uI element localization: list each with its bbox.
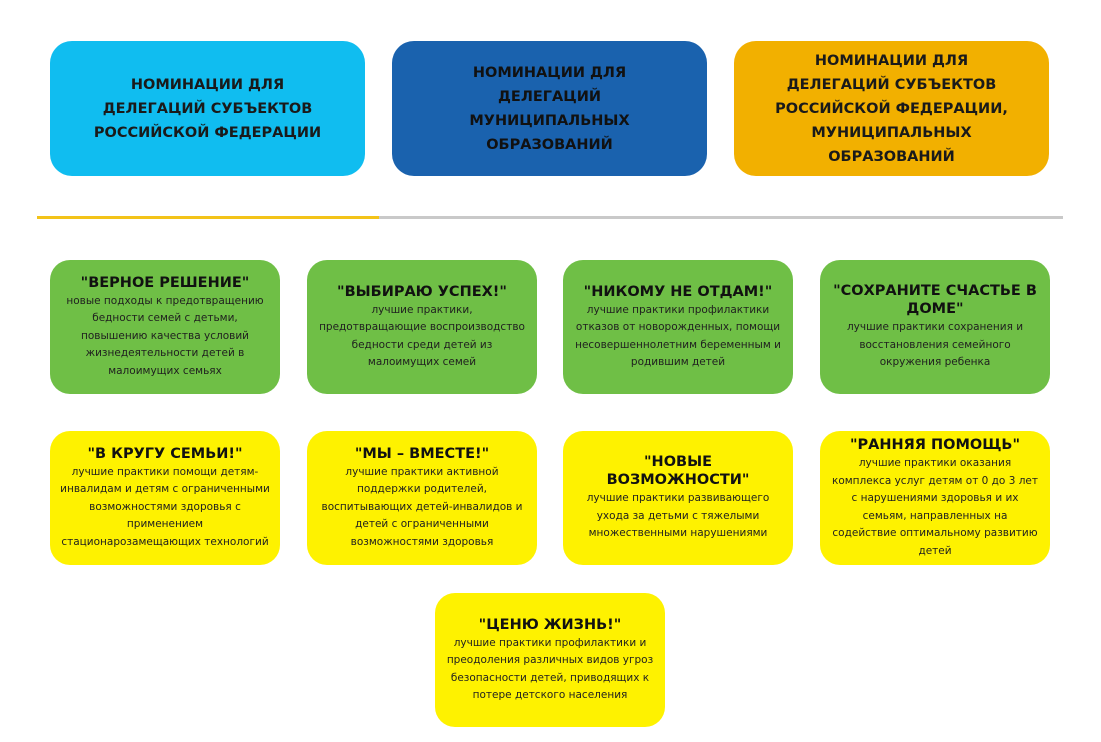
tab-municipalities-label: НОМИНАЦИИ ДЛЯ ДЕЛЕГАЦИЙ МУНИЦИПАЛЬНЫХ ОБ… [469,64,630,153]
nomination-title: "ЦЕНЮ ЖИЗНЬ!" [478,616,622,633]
nomination-card-v-krugu-semi[interactable]: "В КРУГУ СЕМЬИ!" лучшие практики помощи … [50,431,280,565]
tab-regions-and-municipalities-label: НОМИНАЦИИ ДЛЯ ДЕЛЕГАЦИЙ СУБЪЕКТОВ РОССИЙ… [775,52,1008,165]
nomination-card-sohranite-schastie[interactable]: "СОХРАНИТЕ СЧАСТЬЕ В ДОМЕ" лучшие практи… [820,260,1050,394]
nomination-description: лучшие практики оказания комплекса услуг… [831,457,1038,557]
nomination-card-vernoe-reshenie[interactable]: "ВЕРНОЕ РЕШЕНИЕ" новые подходы к предотв… [50,260,280,394]
nomination-card-tsenyu-zhizn[interactable]: "ЦЕНЮ ЖИЗНЬ!" лучшие практики профилакти… [435,593,665,727]
nomination-title: "ВЫБИРАЮ УСПЕХ!" [337,283,507,300]
nomination-card-novye-vozmozhnosti[interactable]: "НОВЫЕ ВОЗМОЖНОСТИ" лучшие практики разв… [563,431,793,565]
nomination-description: лучшие практики активной поддержки родит… [321,465,523,548]
nomination-title: "В КРУГУ СЕМЬИ!" [87,445,243,462]
nomination-description: лучшие практики профилактики и преодолен… [446,636,654,702]
nomination-description: лучшие практики развивающего ухода за де… [586,492,770,540]
nomination-card-my-vmeste[interactable]: "МЫ – ВМЕСТЕ!" лучшие практики активной … [307,431,537,565]
tab-regions-and-municipalities[interactable]: НОМИНАЦИИ ДЛЯ ДЕЛЕГАЦИЙ СУБЪЕКТОВ РОССИЙ… [734,41,1049,176]
nomination-title: "НИКОМУ НЕ ОТДАМ!" [583,283,773,300]
tab-municipalities[interactable]: НОМИНАЦИИ ДЛЯ ДЕЛЕГАЦИЙ МУНИЦИПАЛЬНЫХ ОБ… [392,41,707,176]
section-divider [37,216,1063,219]
nomination-title: "МЫ – ВМЕСТЕ!" [354,445,490,462]
nomination-description: лучшие практики сохранения и восстановле… [846,321,1024,369]
nomination-title: "СОХРАНИТЕ СЧАСТЬЕ В ДОМЕ" [833,283,1037,318]
nomination-description: лучшие практики, предотвращающие воспрои… [319,303,525,369]
nomination-card-vybirayu-uspeh[interactable]: "ВЫБИРАЮ УСПЕХ!" лучшие практики, предот… [307,260,537,394]
nomination-card-nikomu-ne-otdam[interactable]: "НИКОМУ НЕ ОТДАМ!" лучшие практики профи… [563,260,793,394]
nomination-title: "НОВЫЕ ВОЗМОЖНОСТИ" [606,454,750,489]
nomination-title: "ВЕРНОЕ РЕШЕНИЕ" [80,274,250,291]
nomination-description: новые подходы к предотвращению бедности … [66,294,264,377]
nomination-description: лучшие практики помощи детям-инвалидам и… [60,465,270,548]
tab-regions[interactable]: НОМИНАЦИИ ДЛЯ ДЕЛЕГАЦИЙ СУБЪЕКТОВ РОССИЙ… [50,41,365,176]
nomination-title: "РАННЯЯ ПОМОЩЬ" [849,437,1021,453]
nomination-card-rannyaya-pomosch[interactable]: "РАННЯЯ ПОМОЩЬ" лучшие практики оказания… [820,431,1050,565]
divider-progress-fill [37,216,379,219]
tab-regions-label: НОМИНАЦИИ ДЛЯ ДЕЛЕГАЦИЙ СУБЪЕКТОВ РОССИЙ… [93,76,322,141]
nomination-description: лучшие практики профилактики отказов от … [575,303,781,369]
